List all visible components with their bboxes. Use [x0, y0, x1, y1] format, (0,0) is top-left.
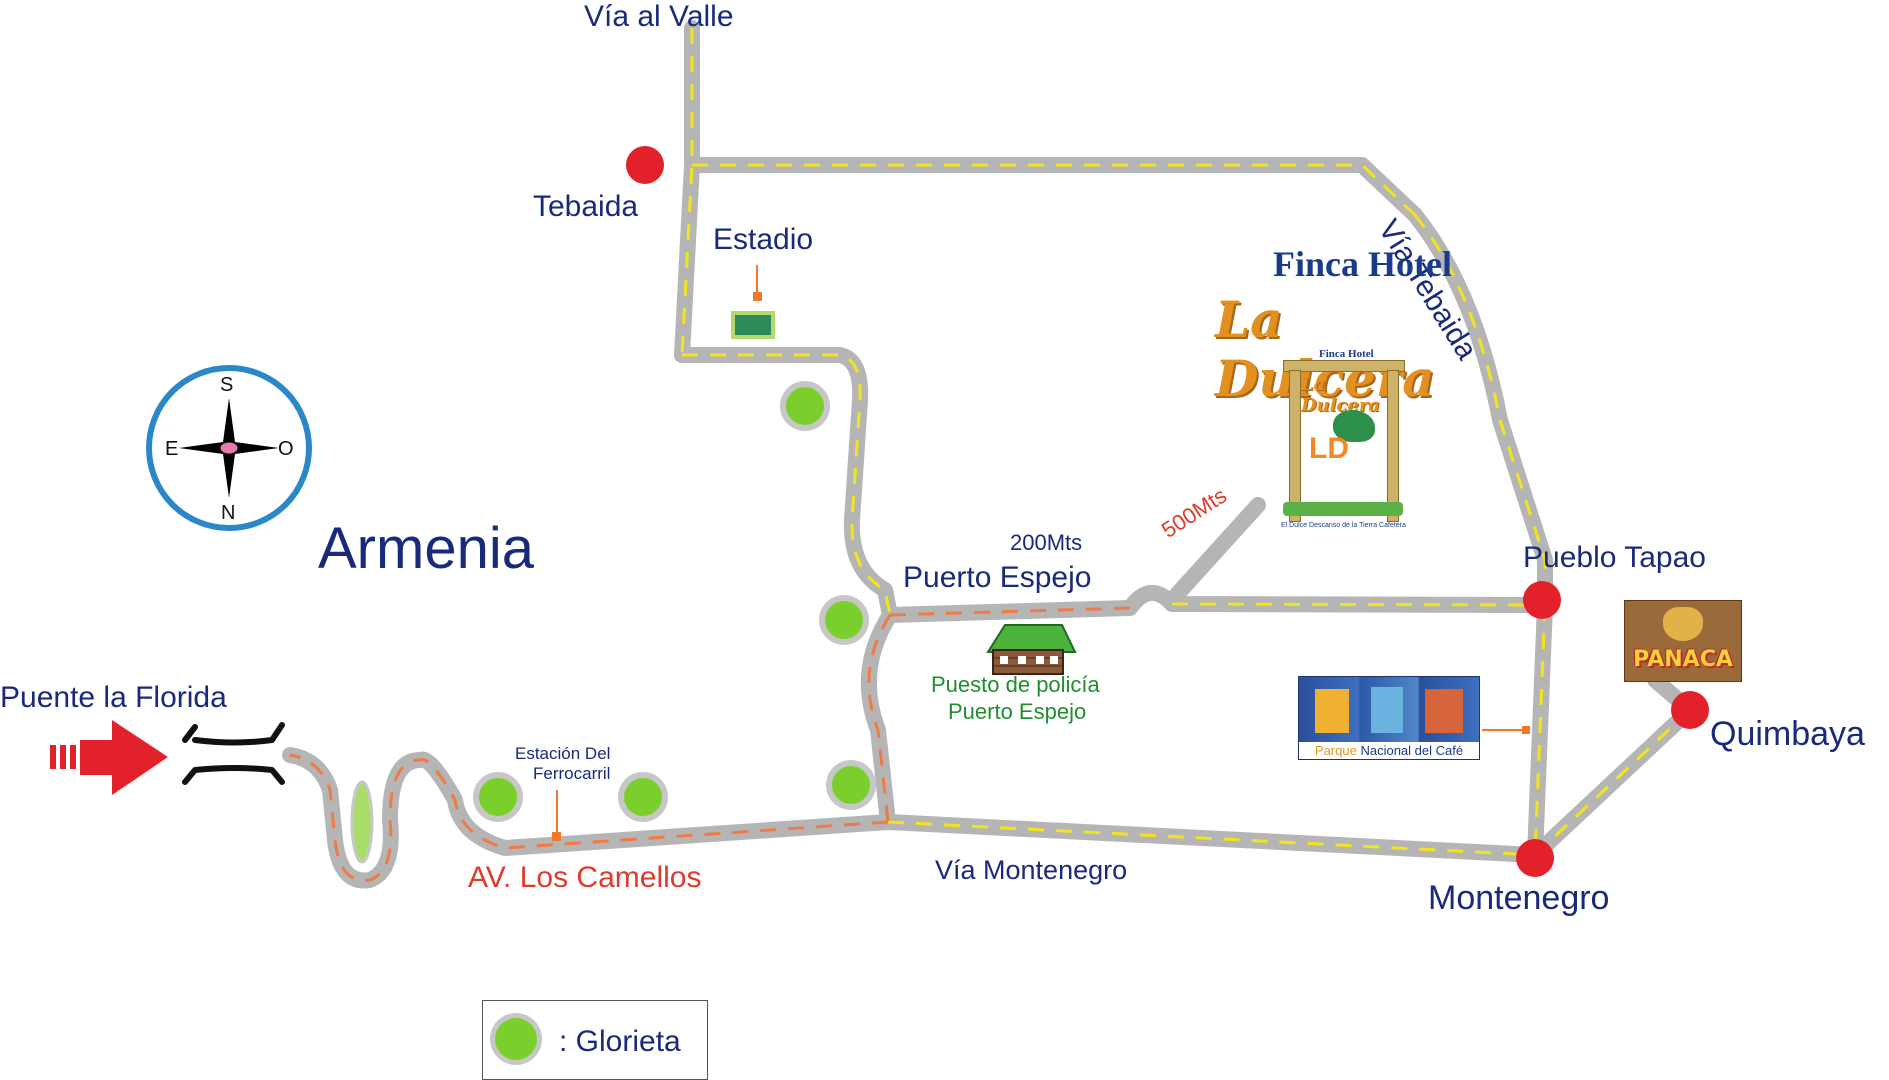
compass-north: N — [221, 502, 236, 524]
hotel-logo-title: Finca Hotel — [1273, 244, 1452, 284]
legend-text: : Glorieta — [559, 1025, 681, 1058]
roundabout — [618, 772, 668, 822]
label-armenia: Armenia — [318, 516, 534, 581]
road-via-al-valle — [674, 20, 700, 363]
hummingbird-icon — [1333, 410, 1375, 442]
label-tebaida: Tebaida — [533, 190, 639, 223]
roundabout — [473, 772, 523, 822]
hotel-sign: Finca Hotel La Dulcera LD El Dulce Desca… — [1281, 348, 1406, 529]
roundabout — [780, 381, 830, 431]
label-via-montenegro: Vía Montenegro — [935, 855, 1128, 885]
label-via-al-valle: Vía al Valle — [584, 0, 734, 33]
compass-east: E — [165, 438, 179, 460]
bridge-icon — [182, 722, 285, 785]
entry-arrow-icon — [50, 720, 168, 795]
roundabout — [826, 760, 876, 810]
parque-badge-part2: Nacional del Café — [1360, 743, 1464, 758]
compass-icon — [146, 365, 312, 531]
label-quimbaya: Quimbaya — [1710, 715, 1865, 753]
town-dot-quimbaya — [1671, 691, 1709, 729]
road-500-spur — [1164, 497, 1266, 608]
police-house-icon — [986, 624, 1077, 675]
label-estacion-line2: Ferrocarril — [533, 764, 611, 783]
label-200mts: 200Mts — [1010, 530, 1083, 555]
label-pueblo-tapao: Pueblo Tapao — [1523, 541, 1706, 574]
compass-west: O — [278, 438, 294, 460]
panaca-badge-text: PANACA — [1633, 646, 1733, 672]
label-puerto-espejo: Puerto Espejo — [903, 561, 1092, 594]
label-estadio: Estadio — [713, 223, 814, 256]
roundabout — [819, 595, 869, 645]
label-puente-la-florida: Puente la Florida — [0, 681, 227, 714]
roundabouts — [473, 381, 876, 822]
road-top-segment — [684, 157, 1423, 223]
town-dots — [626, 146, 1709, 877]
label-montenegro: Montenegro — [1428, 879, 1610, 917]
legend-roundabout-icon — [495, 1018, 537, 1060]
town-dot-tebaida — [626, 146, 664, 184]
parque-cafe-badge: Parque Nacional del Café — [1298, 676, 1480, 760]
bull-icon — [1663, 607, 1703, 641]
town-dot-montenegro — [1516, 839, 1554, 877]
legend: : Glorieta — [482, 1000, 708, 1080]
estadio-marker — [731, 311, 775, 339]
compass-south: S — [220, 374, 234, 396]
hotel-logo: Finca Hotel La Dulcera Finca Hotel La Du… — [1205, 235, 1455, 535]
label-estacion-line1: Estación Del — [515, 744, 611, 763]
panaca-badge: PANACA — [1624, 600, 1742, 682]
label-policia-line2: Puerto Espejo — [948, 699, 1087, 724]
town-dot-pueblo-tapao — [1523, 581, 1561, 619]
hotel-sign-tagline: El Dulce Descanso de la Tierra Cafetera — [1281, 522, 1406, 529]
parque-badge-part1: Parque — [1314, 743, 1357, 758]
hotel-sign-title: Finca Hotel — [1319, 348, 1374, 360]
road-quimbaya — [1527, 672, 1698, 863]
label-policia-line1: Puesto de policía — [931, 672, 1100, 697]
park-oval — [350, 780, 374, 864]
hotel-sign-initials: LD — [1309, 432, 1349, 465]
label-av-los-camellos: AV. Los Camellos — [468, 861, 702, 894]
